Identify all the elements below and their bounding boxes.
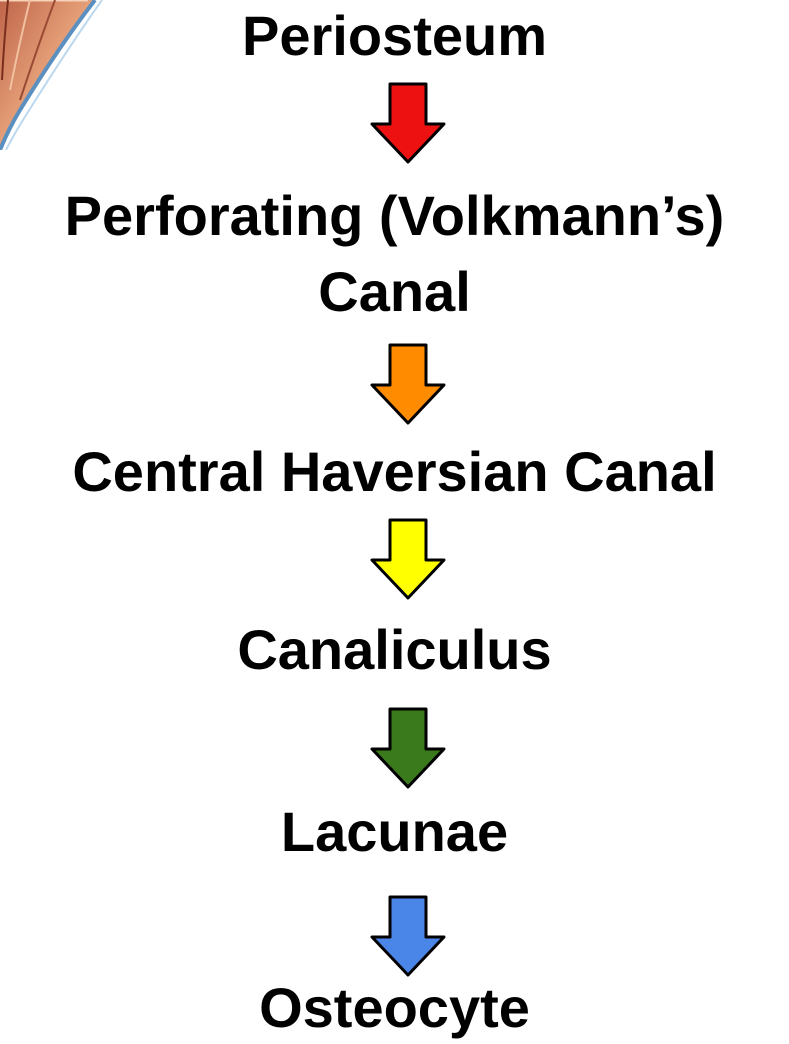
step-perforating-canal: Perforating (Volkmann’s) [64,184,725,247]
decorative-corner-image [0,0,103,150]
arrow-down-icon [370,343,446,425]
step-periosteum: Periosteum [242,4,547,67]
step-canaliculus: Canaliculus [237,618,552,681]
arrow-down-icon [370,895,446,977]
step-lacunae: Lacunae [280,800,509,863]
arrow-down-icon [370,707,446,789]
step-perforating-canal-line2: Canal [318,260,471,323]
step-central-haversian-canal: Central Haversian Canal [72,440,717,503]
arrow-down-icon [370,518,446,600]
arrow-down-icon [370,82,446,164]
step-osteocyte: Osteocyte [259,976,530,1039]
